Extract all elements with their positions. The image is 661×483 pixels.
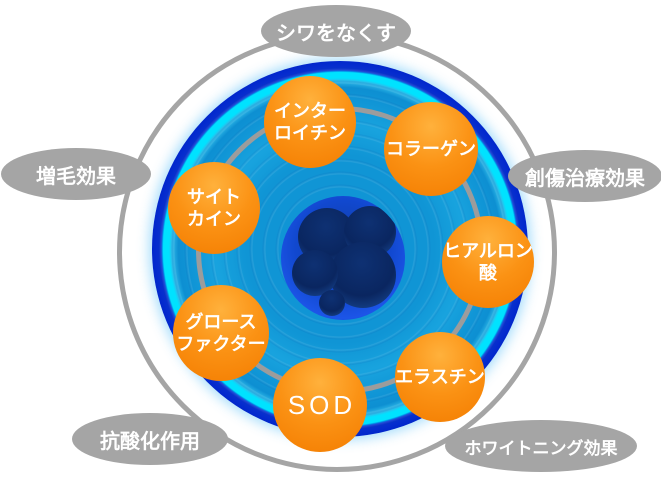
factor-bubble-hyaluronic-acid: ヒアルロン 酸 [442, 216, 534, 308]
effect-label-whitening: ホワイトニング効果 [445, 420, 637, 472]
factor-label: コラーゲン [386, 138, 476, 159]
factor-label: カイン [187, 209, 241, 229]
factor-bubble-sod: SOD [273, 358, 367, 452]
factor-label: ロイチン [274, 123, 346, 143]
effect-label-hair-growth: 増毛効果 [1, 148, 151, 200]
factor-bubble-cytokine: サイト カイン [168, 162, 260, 254]
factor-label: インター [274, 100, 346, 121]
factor-label: SOD [287, 389, 357, 420]
cell-nucleus-icon [319, 290, 345, 316]
cell-nucleus-icon [292, 250, 338, 296]
factor-bubble-collagen: コラーゲン [384, 102, 478, 196]
factor-bubble-growth-factor: グロース ファクター [173, 285, 269, 381]
factor-label: サイト [187, 186, 241, 207]
effect-label-wound-healing: 創傷治療効果 [508, 150, 661, 202]
factor-label: 酸 [479, 263, 497, 283]
factor-bubble-interleukin: インター ロイチン [264, 76, 356, 168]
cell-icon [281, 196, 405, 320]
factor-label: グロース [185, 311, 257, 332]
factor-label: ヒアルロン [443, 240, 533, 261]
factor-bubble-elastin: エラスチン [395, 332, 485, 422]
effect-label-antioxidant: 抗酸化作用 [72, 413, 228, 465]
factor-label: ファクター [176, 334, 266, 354]
factor-label: エラスチン [395, 366, 485, 387]
effect-label-wrinkle-removal: シワをなくす [261, 5, 411, 57]
